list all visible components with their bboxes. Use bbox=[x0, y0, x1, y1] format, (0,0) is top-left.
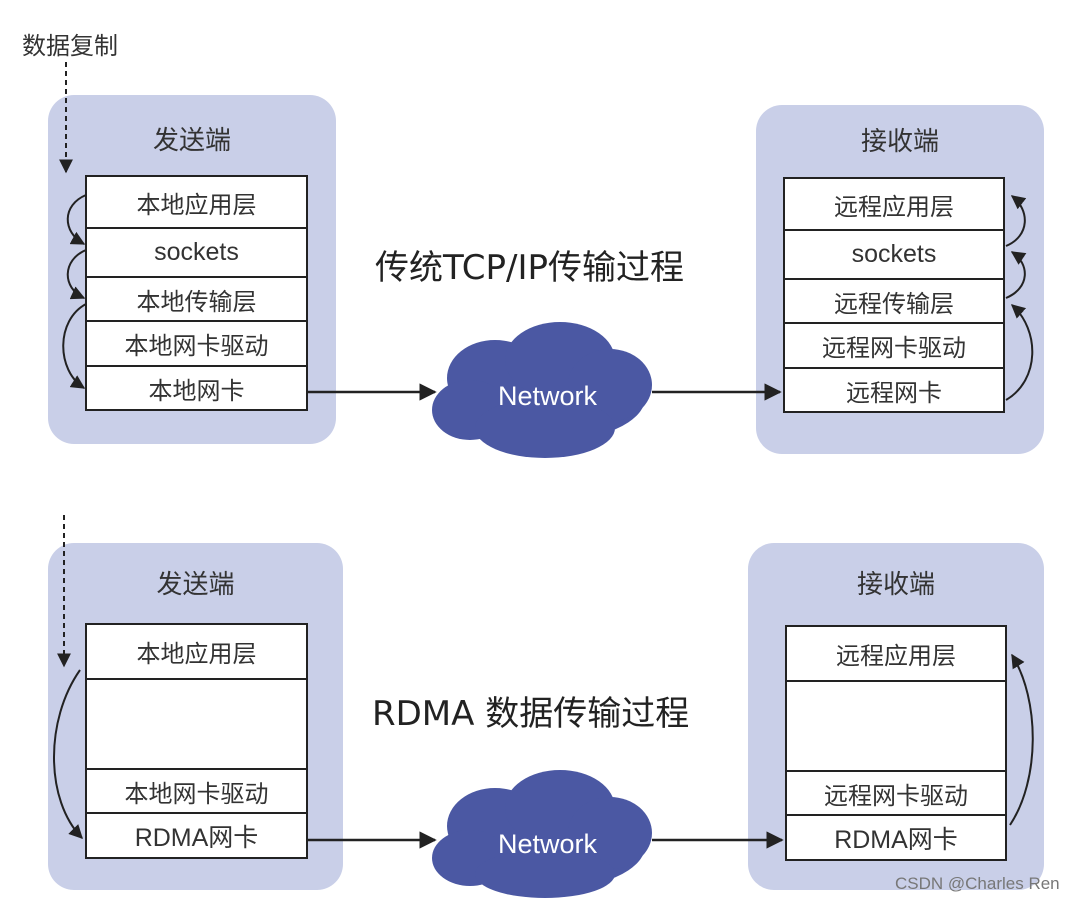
tcp-sender-title: 发送端 bbox=[152, 126, 231, 156]
tcp-sender-curve-1 bbox=[66, 194, 87, 245]
tcp-sender-layer-app: 本地应用层 bbox=[87, 177, 306, 229]
tcp-sender-stack: 本地应用层 sockets 本地传输层 本地网卡驱动 本地网卡 bbox=[85, 175, 308, 411]
tcp-sender-layer-transport: 本地传输层 bbox=[87, 278, 306, 322]
tcp-sender-curve-3 bbox=[62, 303, 87, 389]
rdma-receiver-layer-bypass bbox=[787, 682, 1005, 772]
rdma-receiver-layer-app: 远程应用层 bbox=[787, 627, 1005, 682]
rdma-sender-layer-app: 本地应用层 bbox=[87, 625, 306, 680]
rdma-receiver-stack: 远程应用层 远程网卡驱动 RDMA网卡 bbox=[785, 625, 1007, 861]
rdma-receiver-curve bbox=[1009, 653, 1034, 826]
tcp-network-label: Network bbox=[497, 381, 598, 411]
data-copy-caption: 数据复制 bbox=[22, 32, 118, 60]
rdma-network-label: Network bbox=[497, 829, 598, 859]
rdma-heading: RDMA 数据传输过程 bbox=[372, 694, 690, 734]
rdma-receiver-layer-nic: RDMA网卡 bbox=[834, 825, 958, 854]
tcp-sender-layer-nic: 本地网卡 bbox=[148, 376, 245, 405]
rdma-sender-title: 发送端 bbox=[156, 570, 235, 600]
rdma-sender-layer-driver: 本地网卡驱动 bbox=[87, 770, 306, 814]
rdma-network-cloud bbox=[432, 770, 652, 898]
tcp-receiver-title: 接收端 bbox=[860, 127, 939, 157]
rdma-sender-layer-bypass bbox=[87, 680, 306, 770]
rdma-sender-layer-nic: RDMA网卡 bbox=[134, 823, 259, 852]
tcp-receiver-layer-nic: 远程网卡 bbox=[846, 378, 942, 407]
tcp-receiver-stack: 远程应用层 sockets 远程传输层 远程网卡驱动 远程网卡 bbox=[783, 177, 1005, 413]
rdma-receiver-layer-driver: 远程网卡驱动 bbox=[787, 772, 1005, 816]
tcp-receiver-layer-transport: 远程传输层 bbox=[785, 280, 1003, 324]
watermark: CSDN @Charles Ren bbox=[895, 874, 1060, 893]
tcp-receiver-curve-2 bbox=[1005, 251, 1027, 299]
tcp-sender-layer-sockets: sockets bbox=[87, 229, 306, 278]
tcp-sender-curve-2 bbox=[66, 249, 87, 300]
tcp-sender-layer-driver: 本地网卡驱动 bbox=[87, 322, 306, 367]
rdma-sender-stack: 本地应用层 本地网卡驱动 RDMA网卡 bbox=[85, 623, 308, 859]
tcp-heading: 传统TCP/IP传输过程 bbox=[375, 248, 685, 288]
rdma-receiver-title: 接收端 bbox=[856, 570, 935, 600]
tcp-network-cloud bbox=[432, 322, 652, 458]
tcp-receiver-curve-1 bbox=[1005, 304, 1034, 401]
tcp-receiver-layer-app: 远程应用层 bbox=[785, 179, 1003, 231]
tcp-receiver-curve-3 bbox=[1005, 195, 1027, 247]
rdma-sender-curve bbox=[53, 669, 83, 840]
tcp-receiver-layer-sockets: sockets bbox=[785, 231, 1003, 280]
tcp-receiver-layer-driver: 远程网卡驱动 bbox=[785, 324, 1003, 369]
